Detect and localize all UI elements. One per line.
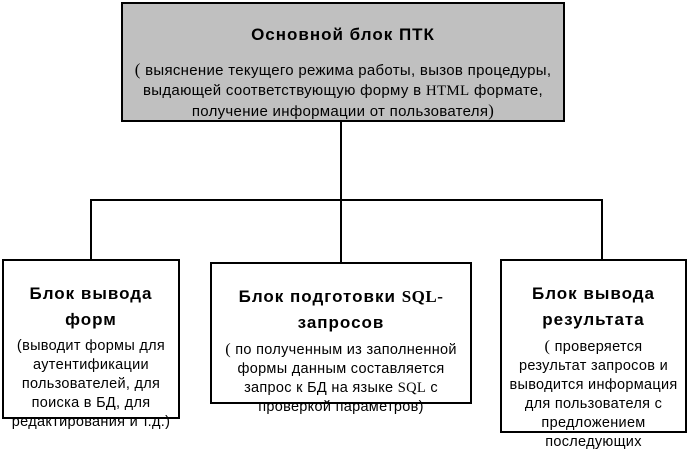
block-forms-title: Блок вывода форм <box>6 281 176 333</box>
main-block: Основной блок ПТК ( выяснение текущего р… <box>121 2 565 122</box>
close-paren: ) <box>488 101 495 120</box>
description-text: проверяется результат запросов и выводит… <box>509 339 678 454</box>
connector-vertical-right <box>601 200 603 259</box>
block-sql-description: ( по полученным из заполненной формы дан… <box>218 340 464 417</box>
description-text: выводит формы для аутентификации пользов… <box>11 338 171 430</box>
main-block-description: ( выяснение текущего режима работы, вызо… <box>133 60 553 122</box>
block-result-title: Блок вывода результата <box>509 281 678 333</box>
open-paren: ( <box>225 340 236 358</box>
block-sql-preparation: Блок подготовки SQL-запросов ( по получе… <box>210 262 472 415</box>
title-tail: запросов <box>297 313 385 332</box>
title-text: Блок подготовки <box>238 287 402 306</box>
description-text: выяснение текущего режима работы, вызов … <box>143 62 552 99</box>
description-text: по полученным из заполненной формы данны… <box>235 342 457 396</box>
block-forms-description: (выводит формы для аутентификации пользо… <box>6 337 176 432</box>
block-sql-title: Блок подготовки SQL-запросов <box>218 284 464 336</box>
title-text: Блок вывода результата <box>531 284 655 329</box>
block-result-description: ( проверяется результат запросов и вывод… <box>509 337 678 454</box>
title-latin-sql: SQL- <box>401 287 444 306</box>
connector-vertical-left <box>90 200 92 259</box>
title-text: Блок вывода форм <box>29 284 153 329</box>
block-forms-output: Блок вывода форм (выводит формы для ауте… <box>2 259 180 430</box>
connector-horizontal <box>90 199 603 201</box>
main-block-title: Основной блок ПТК <box>251 25 435 44</box>
connector-vertical-center <box>340 122 342 262</box>
open-paren: ( <box>544 337 555 355</box>
block-result-output: Блок вывода результата ( проверяется рез… <box>500 259 687 454</box>
open-paren: ( <box>16 338 23 354</box>
latin-term-html: HTML <box>425 82 470 99</box>
description-tail: с проверкой параметров) <box>258 380 438 415</box>
description-latin-sql: SQL <box>397 380 427 396</box>
description-tail: формате, получение информации от пользов… <box>191 81 543 121</box>
open-paren: ( <box>134 60 146 79</box>
